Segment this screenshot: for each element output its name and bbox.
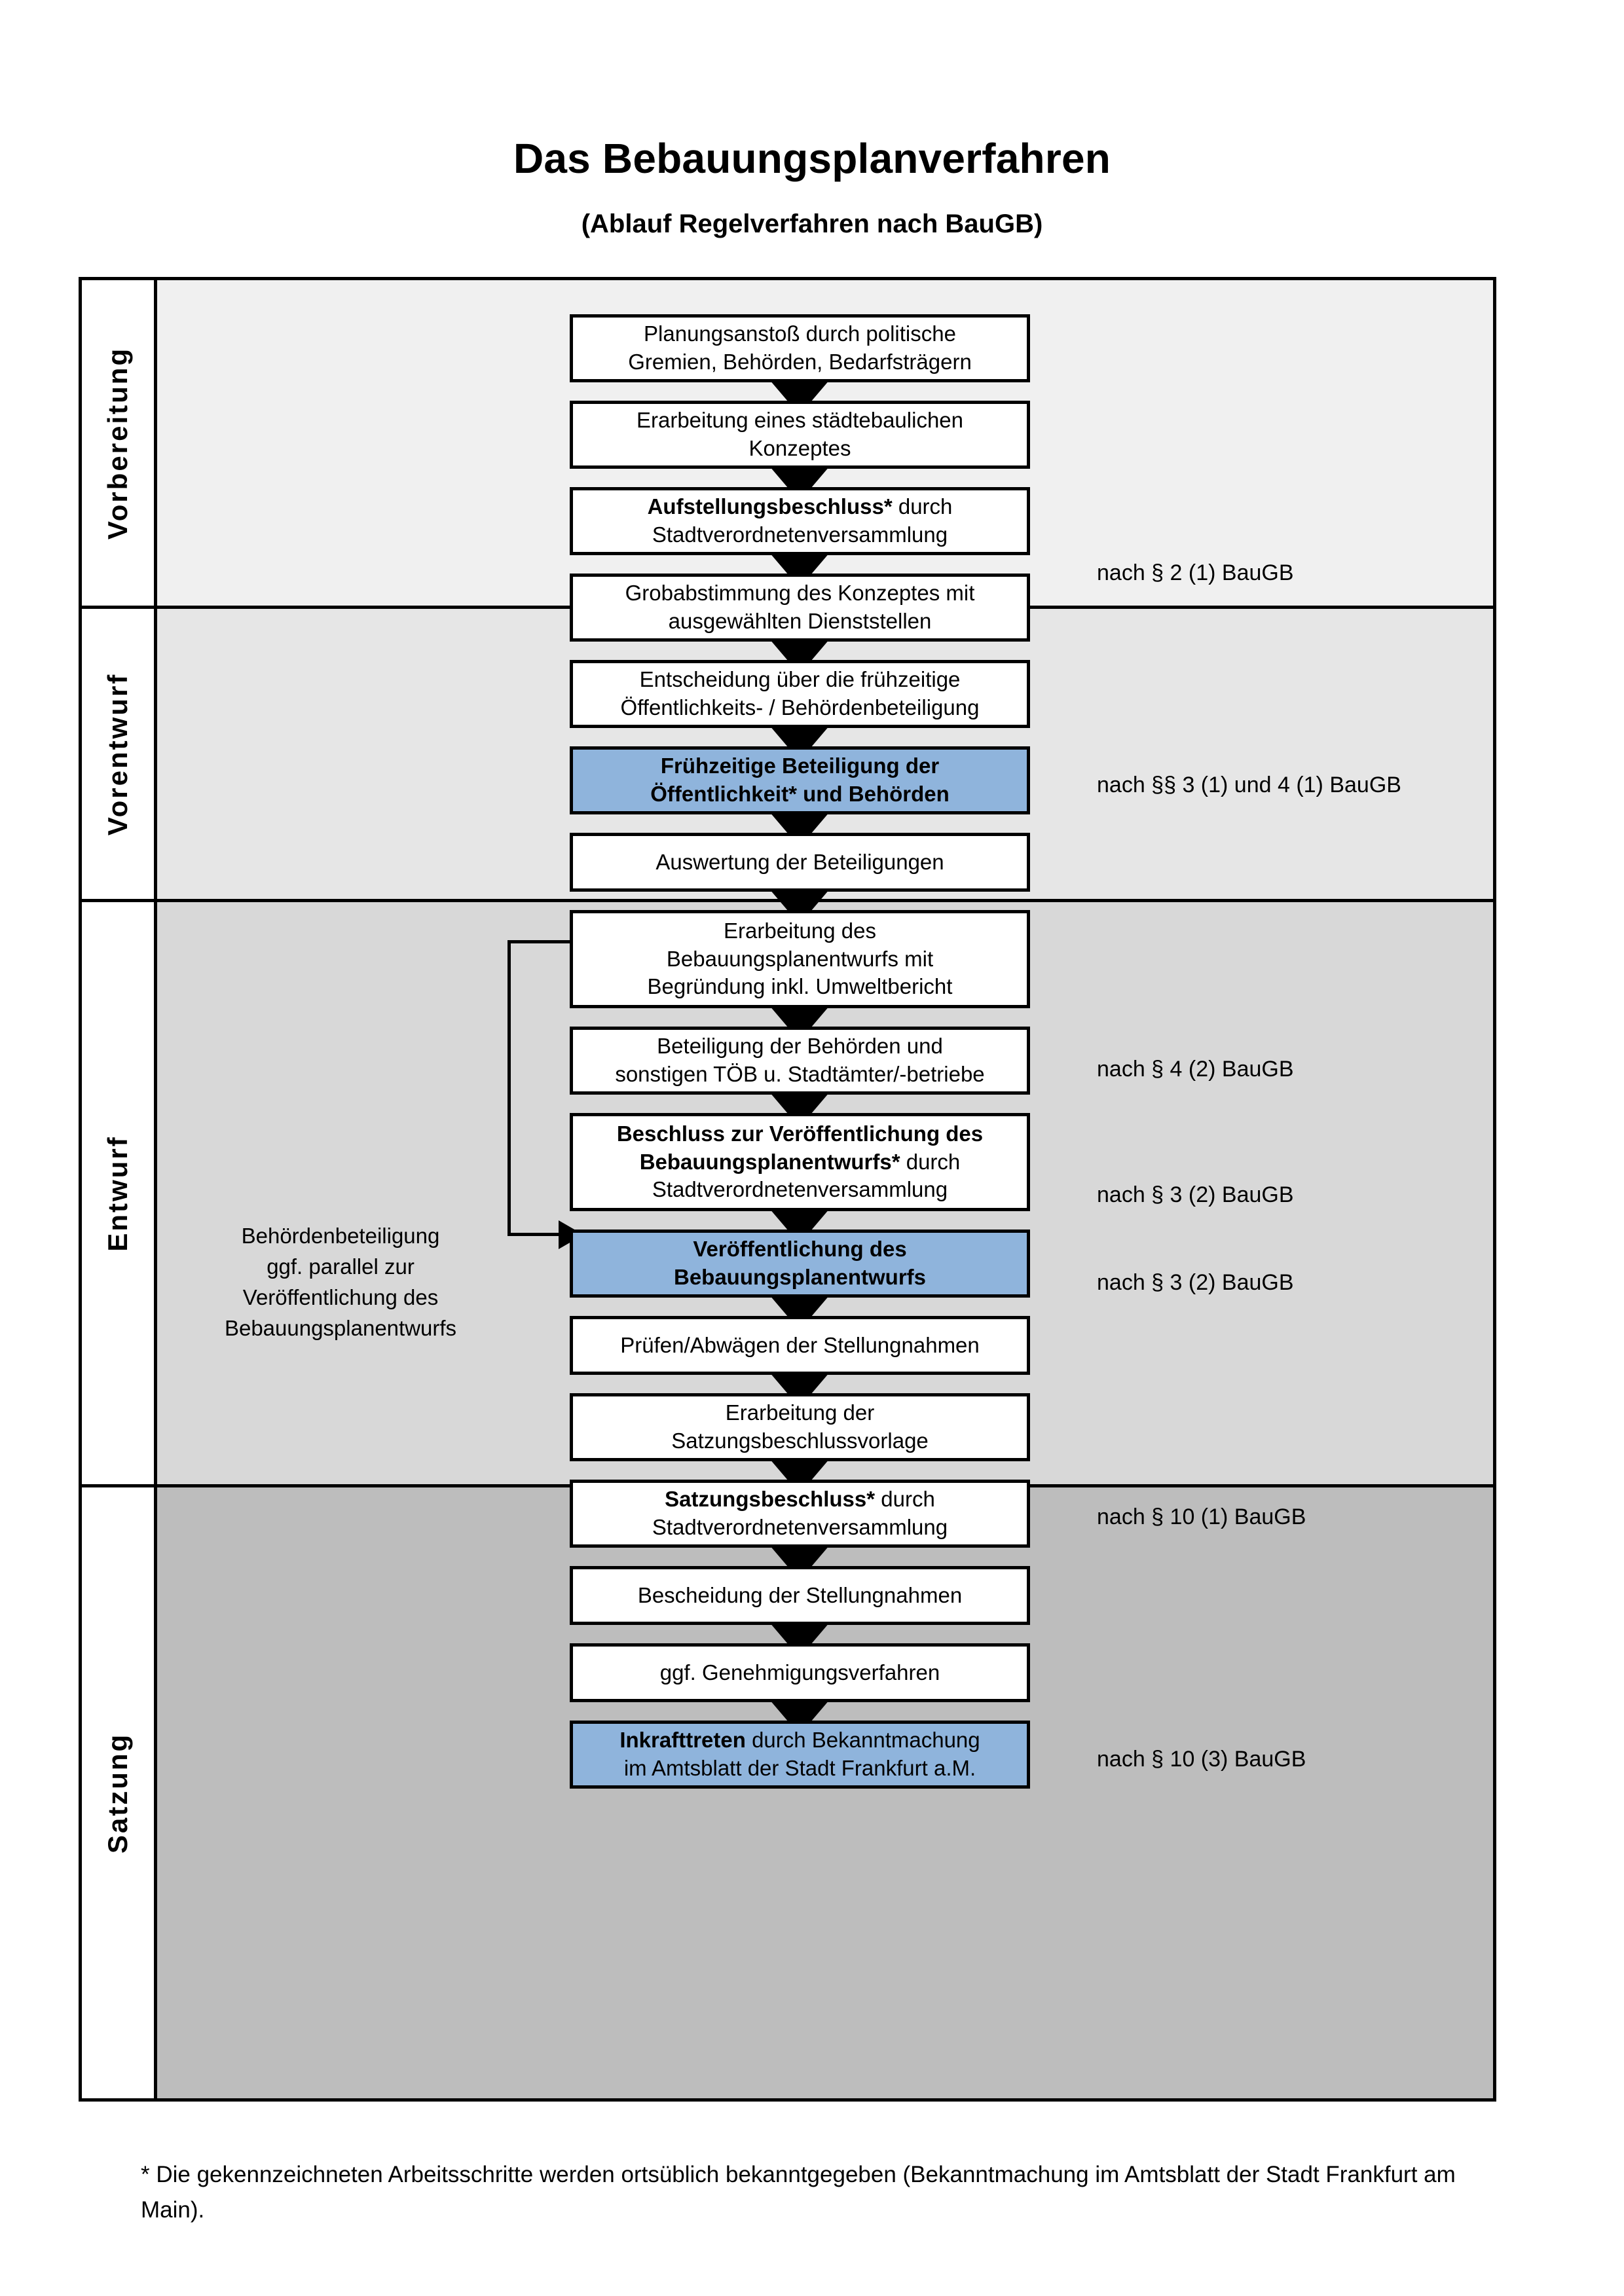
step-line-1: Erarbeitung eines städtebaulichen xyxy=(636,408,963,433)
step-line-1: ggf. Genehmigungsverfahren xyxy=(659,1660,940,1685)
step-pruefen-abwaegen[interactable]: Prüfen/Abwägen der Stellungnahmen xyxy=(570,1316,1030,1375)
section-label-text: Vorentwurf xyxy=(102,672,133,835)
section-label-text: Entwurf xyxy=(102,1135,133,1252)
law-ref-satzungsbeschluss: nach § 10 (1) BauGB xyxy=(1097,1504,1306,1529)
step-line-2: Öffentlichkeit* und Behörden xyxy=(650,782,950,806)
section-label-satzung: Satzung xyxy=(82,1487,157,2098)
law-ref-behoerdenbeteiligung: nach § 4 (2) BauGB xyxy=(1097,1057,1294,1082)
side-note-line-1: Behördenbeteiligung xyxy=(241,1224,440,1248)
section-label-text: Satzung xyxy=(102,1732,133,1853)
step-satzungsbeschluss[interactable]: Satzungsbeschluss* durch Stadtverordnete… xyxy=(570,1480,1030,1548)
law-ref-inkrafttreten: nach § 10 (3) BauGB xyxy=(1097,1747,1306,1772)
step-line-1: Beteiligung der Behörden und xyxy=(657,1034,943,1059)
step-bold-text: Satzungsbeschluss* xyxy=(665,1487,876,1512)
step-fruehzeitige-beteiligung[interactable]: Frühzeitige Beteiligung der Öffentlichke… xyxy=(570,746,1030,814)
step-line-2: Bebauungsplanentwurfs* durch xyxy=(617,1148,983,1176)
step-bold-text: Inkrafttreten xyxy=(619,1728,746,1753)
step-line-1: Beschluss zur Veröffentlichung des xyxy=(616,1121,984,1146)
section-label-vorbereitung: Vorbereitung xyxy=(82,280,157,606)
step-line-1: Erarbeitung des xyxy=(724,918,876,943)
step-bescheidung-stellungnahmen[interactable]: Bescheidung der Stellungnahmen xyxy=(570,1566,1030,1625)
step-inkrafttreten[interactable]: Inkrafttreten durch Bekanntmachung im Am… xyxy=(570,1721,1030,1789)
step-aufstellungsbeschluss[interactable]: Aufstellungsbeschluss* durch Stadtverord… xyxy=(570,487,1030,555)
step-line-3: Begründung inkl. Umweltbericht xyxy=(647,974,953,999)
step-line-1: Satzungsbeschluss* durch xyxy=(652,1485,948,1514)
side-note-line-2: ggf. parallel zur xyxy=(267,1254,415,1279)
step-line-1: Veröffentlichung des xyxy=(693,1237,907,1262)
step-line-2: Satzungsbeschlussvorlage xyxy=(671,1429,929,1453)
step-line-2: Konzeptes xyxy=(748,436,851,460)
footnote: * Die gekennzeichneten Arbeitsschritte w… xyxy=(141,2162,1456,2223)
section-label-text: Vorbereitung xyxy=(102,346,133,539)
step-line-1: Erarbeitung der xyxy=(725,1400,875,1425)
step-line-2: Öffentlichkeits- / Behördenbeteiligung xyxy=(620,695,980,720)
step-line-2: im Amtsblatt der Stadt Frankfurt a.M. xyxy=(623,1756,976,1780)
side-note-behoerdenbeteiligung: Behördenbeteiligung ggf. parallel zur Ve… xyxy=(187,1221,494,1343)
step-bold-text: Bebauungsplanentwurfs* xyxy=(639,1149,900,1174)
step-line-2: ausgewählten Dienststellen xyxy=(668,609,932,633)
step-line-1: Auswertung der Beteiligungen xyxy=(655,849,944,874)
step-entscheidung-fruehzeitige-beteiligung[interactable]: Entscheidung über die frühzeitige Öffent… xyxy=(570,660,1030,728)
page-title: Das Bebauungsplanverfahren xyxy=(513,135,1111,182)
flowchart-frame: Vorbereitung Vorentwurf Entwurf Satzung … xyxy=(79,277,1496,2102)
step-erarbeitung-bebauungsplanentwurf[interactable]: Erarbeitung des Bebauungsplanentwurfs mi… xyxy=(570,910,1030,1008)
step-grobabstimmung[interactable]: Grobabstimmung des Konzeptes mit ausgewä… xyxy=(570,574,1030,642)
step-rest-text: durch xyxy=(892,494,953,519)
step-auswertung-beteiligungen[interactable]: Auswertung der Beteiligungen xyxy=(570,833,1030,892)
section-label-vorentwurf: Vorentwurf xyxy=(82,609,157,899)
bypass-connector-vertical xyxy=(507,940,511,1236)
step-line-2: Stadtverordnetenversammlung xyxy=(652,522,948,547)
step-beteiligung-behoerden-toeb[interactable]: Beteiligung der Behörden und sonstigen T… xyxy=(570,1027,1030,1095)
step-line-1: Bescheidung der Stellungnahmen xyxy=(637,1582,963,1607)
step-line-1: Inkrafttreten durch Bekanntmachung xyxy=(619,1726,980,1755)
step-line-1: Aufstellungsbeschluss* durch xyxy=(648,493,953,521)
side-note-line-4: Bebauungsplanentwurfs xyxy=(224,1315,457,1340)
step-line-2: Bebauungsplanentwurfs mit xyxy=(666,946,934,971)
step-rest-text: durch xyxy=(900,1149,961,1174)
step-line-2: sonstigen TÖB u. Stadtämter/-betriebe xyxy=(615,1062,985,1086)
step-line-1: Grobabstimmung des Konzeptes mit xyxy=(625,581,975,606)
law-ref-aufstellungsbeschluss: nach § 2 (1) BauGB xyxy=(1097,560,1294,585)
step-planungsanstoss[interactable]: Planungsanstoß durch politische Gremien,… xyxy=(570,314,1030,382)
step-staedtebauliches-konzept[interactable]: Erarbeitung eines städtebaulichen Konzep… xyxy=(570,401,1030,469)
step-line-1: Planungsanstoß durch politische xyxy=(644,321,956,346)
step-line-1: Prüfen/Abwägen der Stellungnahmen xyxy=(620,1332,980,1357)
step-beschluss-veroeffentlichung[interactable]: Beschluss zur Veröffentlichung des Bebau… xyxy=(570,1113,1030,1211)
bypass-connector-bottom xyxy=(507,1233,560,1236)
page-subtitle: (Ablauf Regelverfahren nach BauGB) xyxy=(581,210,1043,238)
step-line-2: Gremien, Behörden, Bedarfsträgern xyxy=(628,350,972,374)
side-note-line-3: Veröffentlichung des xyxy=(242,1285,439,1309)
step-genehmigungsverfahren[interactable]: ggf. Genehmigungsverfahren xyxy=(570,1643,1030,1702)
step-veroeffentlichung-entwurf[interactable]: Veröffentlichung des Bebauungsplanentwur… xyxy=(570,1230,1030,1298)
step-line-2: Bebauungsplanentwurfs xyxy=(673,1265,927,1289)
step-bold-text: Aufstellungsbeschluss* xyxy=(647,494,893,519)
section-label-entwurf: Entwurf xyxy=(82,902,157,1484)
step-line-1: Entscheidung über die frühzeitige xyxy=(639,667,961,692)
step-line-3: Stadtverordnetenversammlung xyxy=(652,1177,948,1202)
step-rest-text: durch Bekanntmachung xyxy=(745,1728,980,1753)
step-line-2: Stadtverordnetenversammlung xyxy=(652,1515,948,1539)
step-rest-text: durch xyxy=(875,1487,935,1512)
step-erarbeitung-satzungsbeschlussvorlage[interactable]: Erarbeitung der Satzungsbeschlussvorlage xyxy=(570,1393,1030,1461)
bypass-connector-top xyxy=(507,940,587,943)
law-ref-veroeffentlichung: nach § 3 (2) BauGB xyxy=(1097,1270,1294,1295)
law-ref-beschluss-veroeffentlichung: nach § 3 (2) BauGB xyxy=(1097,1182,1294,1207)
law-ref-fruehzeitige-beteiligung: nach §§ 3 (1) und 4 (1) BauGB xyxy=(1097,773,1401,797)
step-line-1: Frühzeitige Beteiligung der xyxy=(660,754,940,778)
